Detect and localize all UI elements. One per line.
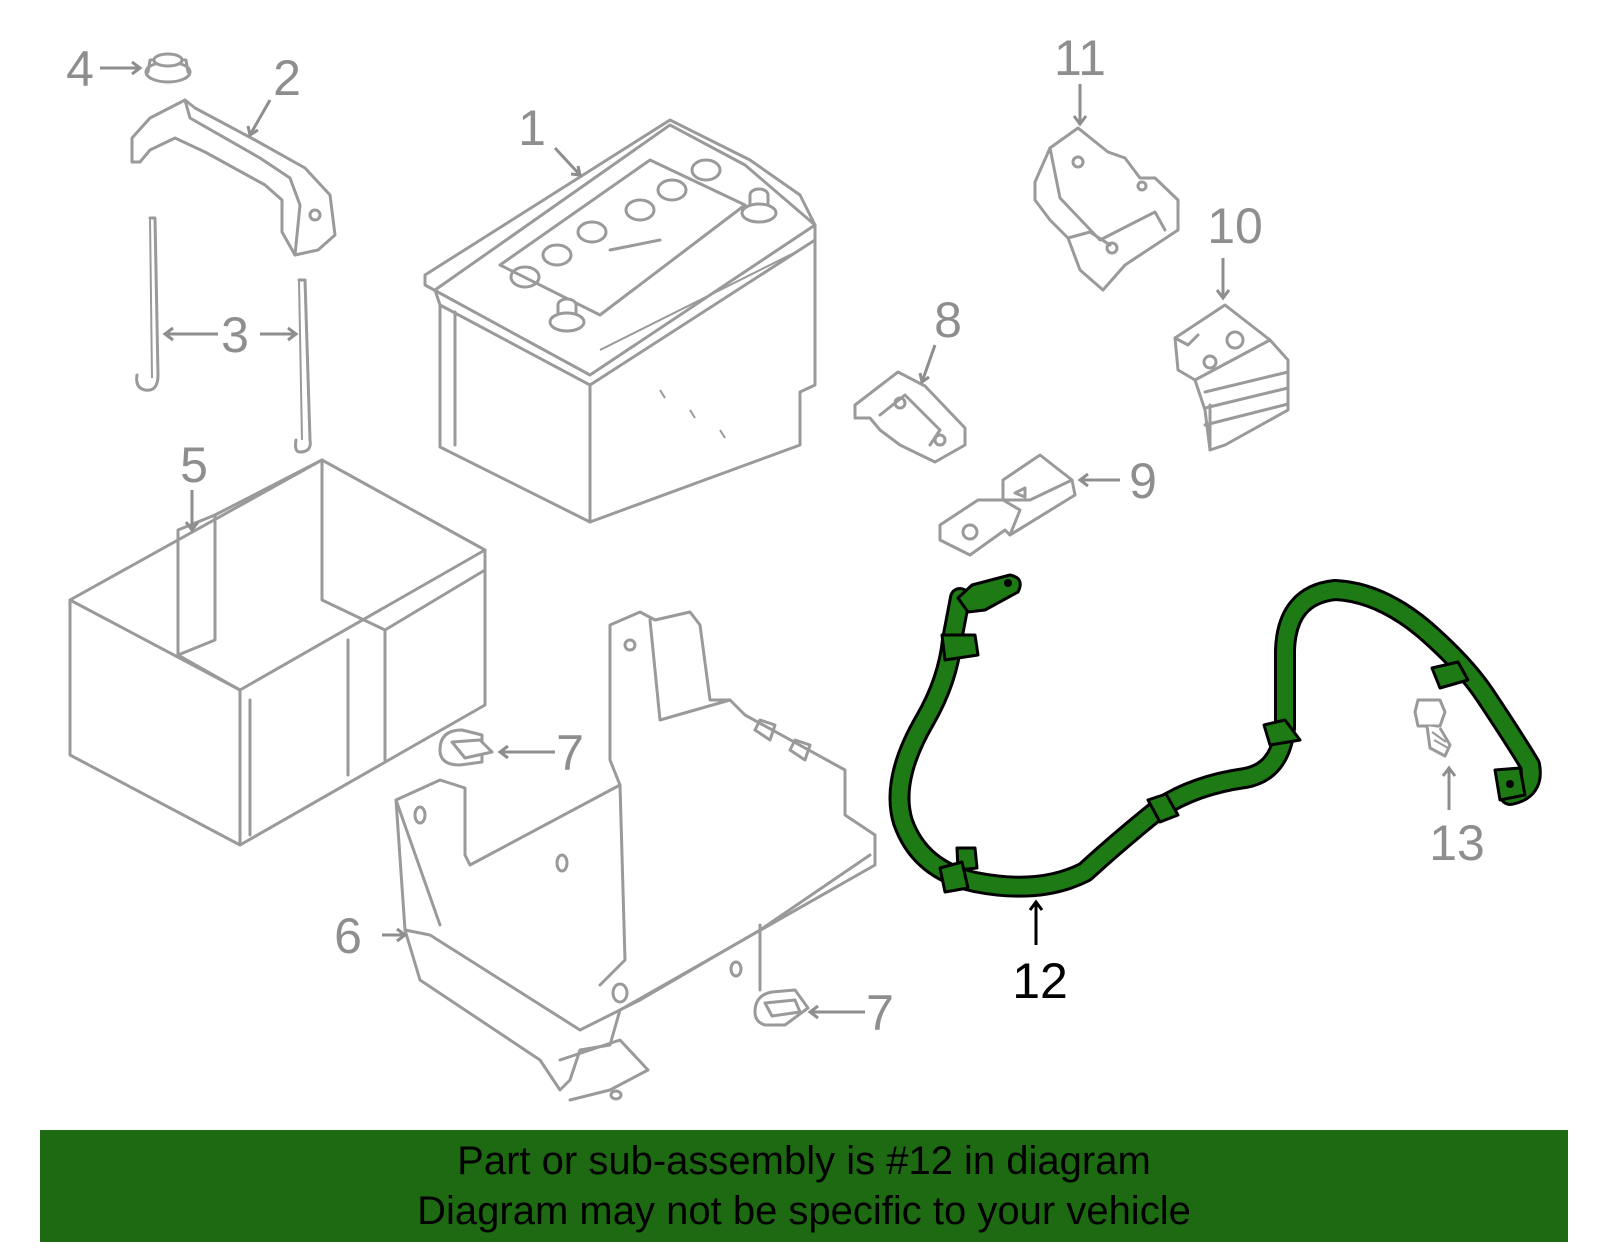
part-6-battery-tray[interactable] bbox=[394, 610, 877, 1102]
part-2-hold-down-bracket[interactable] bbox=[130, 98, 337, 257]
part-9-bracket[interactable] bbox=[938, 453, 1077, 557]
callout-3: 3 bbox=[221, 307, 249, 363]
part-3-hold-down-rod-right[interactable] bbox=[294, 278, 312, 454]
callout-4: 4 bbox=[66, 41, 94, 97]
callout-11: 11 bbox=[1054, 30, 1106, 86]
part-3-hold-down-rod-left[interactable] bbox=[135, 216, 160, 392]
callout-12: 12 bbox=[1012, 953, 1068, 1009]
callout-2: 2 bbox=[273, 50, 301, 106]
callout-10: 10 bbox=[1207, 198, 1263, 254]
callout-6: 6 bbox=[334, 908, 362, 964]
banner-line-2: Diagram may not be specific to your vehi… bbox=[417, 1189, 1191, 1233]
callout-7-lower: 7 bbox=[866, 985, 894, 1041]
part-13-bolt[interactable] bbox=[1413, 698, 1452, 758]
info-banner: Part or sub-assembly is #12 in diagram D… bbox=[40, 1130, 1568, 1242]
callout-arrows bbox=[100, 60, 1457, 1020]
part-4-nut[interactable] bbox=[144, 52, 192, 84]
banner-line-1: Part or sub-assembly is #12 in diagram bbox=[457, 1139, 1151, 1183]
parts-diagram: 1 2 3 4 5 6 7 7 8 9 10 11 12 13 bbox=[66, 30, 1542, 1102]
callout-7-upper: 7 bbox=[556, 725, 584, 781]
part-12-battery-cable[interactable] bbox=[888, 573, 1542, 898]
callout-5: 5 bbox=[180, 437, 208, 493]
callout-8: 8 bbox=[934, 292, 962, 348]
part-11-cover[interactable] bbox=[1033, 126, 1180, 292]
callout-labels: 1 2 3 4 5 6 7 7 8 9 10 11 12 13 bbox=[66, 30, 1485, 1041]
part-1-battery[interactable] bbox=[423, 118, 817, 524]
part-8-bracket[interactable] bbox=[853, 370, 967, 464]
part-7-clip-lower[interactable] bbox=[753, 988, 810, 1027]
part-10-fuse-box[interactable] bbox=[1173, 303, 1290, 452]
part-7-clip-upper[interactable] bbox=[438, 728, 494, 767]
callout-9: 9 bbox=[1129, 453, 1157, 509]
part-5-battery-box[interactable] bbox=[68, 458, 487, 847]
callout-1: 1 bbox=[518, 100, 546, 156]
callout-13: 13 bbox=[1429, 815, 1485, 871]
